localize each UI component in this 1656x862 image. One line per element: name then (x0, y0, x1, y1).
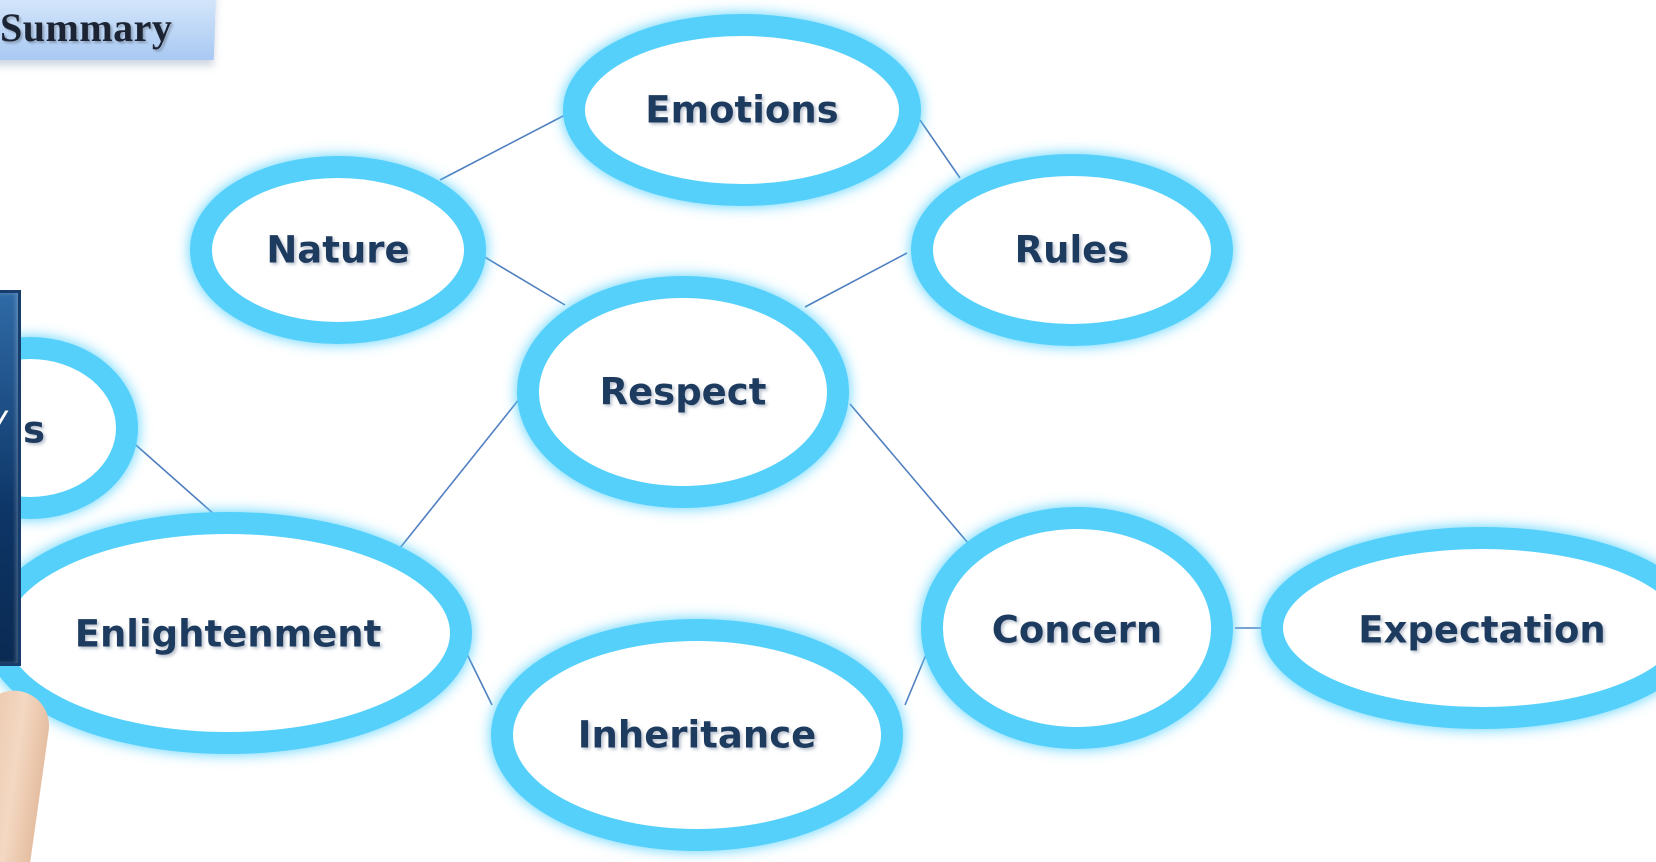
slide-title: Summary (0, 5, 173, 50)
node-emotions-ring (563, 14, 921, 206)
connector-respect-enlightenment (399, 397, 521, 549)
node-respect-label: Respect (600, 371, 767, 414)
node-inheritance-label: Inheritance (578, 714, 817, 757)
node-rules-ring (911, 154, 1233, 346)
node-emotions-label: Emotions (645, 89, 838, 132)
connector-partial-enlightenment (127, 437, 216, 516)
connector-lines (127, 114, 1270, 706)
node-expectation-label: Expectation (1358, 609, 1605, 652)
node-inheritance-ring (491, 619, 903, 851)
node-nature-label: Nature (266, 229, 409, 272)
connector-inheritance-concern (904, 649, 929, 706)
node-enlightenment-ring (0, 512, 472, 754)
connector-emotions-rules (919, 119, 961, 179)
tablet-script-letter: y (0, 398, 8, 438)
connector-enlightenment-inheritance (464, 649, 493, 706)
node-concern-ring (921, 507, 1233, 749)
node-nature-ring (190, 156, 486, 344)
connector-rules-respect (804, 252, 908, 308)
node-partial-left-ring (0, 337, 138, 519)
node-concern-label: Concern (992, 609, 1163, 652)
node-rules-label: Rules (1015, 229, 1130, 272)
connector-nature-emotions (439, 114, 566, 181)
tablet-device-edge (0, 290, 21, 666)
connector-respect-concern (849, 403, 969, 544)
node-respect-ring (517, 276, 849, 508)
node-partial-left-label: s (23, 409, 45, 452)
node-enlightenment-label: Enlightenment (75, 613, 382, 656)
connector-nature-respect (477, 252, 566, 306)
node-expectation-ring (1261, 527, 1656, 729)
